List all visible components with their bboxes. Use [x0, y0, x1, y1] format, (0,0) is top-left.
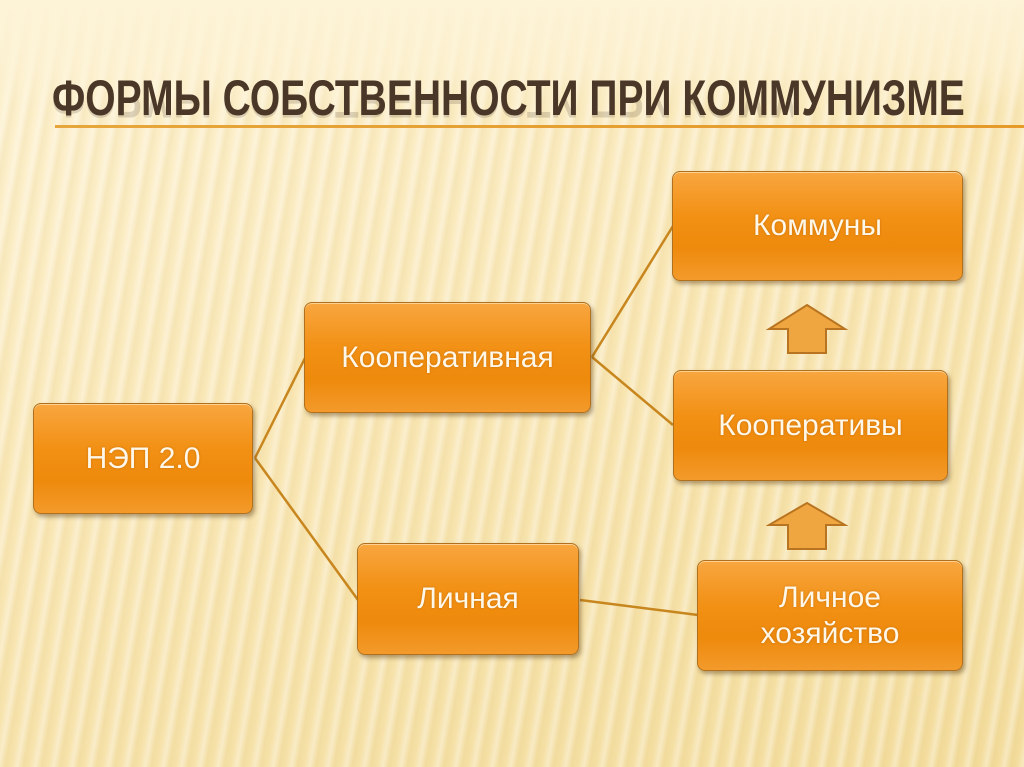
edge-cooperative-to-cooperatives: [591, 356, 674, 426]
title-underline: [55, 125, 1024, 128]
up-arrow-icon: [766, 303, 848, 354]
up-arrow-icon: [766, 501, 848, 550]
node-personal-ownership: Личная: [357, 543, 579, 655]
node-label-line2: хозяйство: [760, 616, 900, 650]
edge-nep-to-cooperative: [253, 357, 307, 459]
node-label: Коммуны: [753, 209, 882, 242]
edge-cooperative-to-communes: [590, 225, 675, 358]
background-top-fade: [0, 0, 1024, 110]
node-cooperatives: Кооперативы: [673, 370, 948, 481]
node-label: Кооперативы: [718, 408, 903, 442]
edge-personal-to-household: [579, 598, 699, 617]
node-label: Личная: [417, 582, 519, 615]
node-personal-household: Личное хозяйство: [697, 560, 963, 671]
node-label: Кооперативная: [341, 340, 554, 374]
node-communes: Коммуны: [672, 171, 963, 281]
node-nep-2-0: НЭП 2.0: [33, 403, 253, 514]
node-label-line1: Личное: [778, 580, 881, 614]
node-label: НЭП 2.0: [85, 441, 201, 475]
node-cooperative-ownership: Кооперативная: [304, 302, 591, 413]
edge-nep-to-personal: [253, 457, 360, 601]
